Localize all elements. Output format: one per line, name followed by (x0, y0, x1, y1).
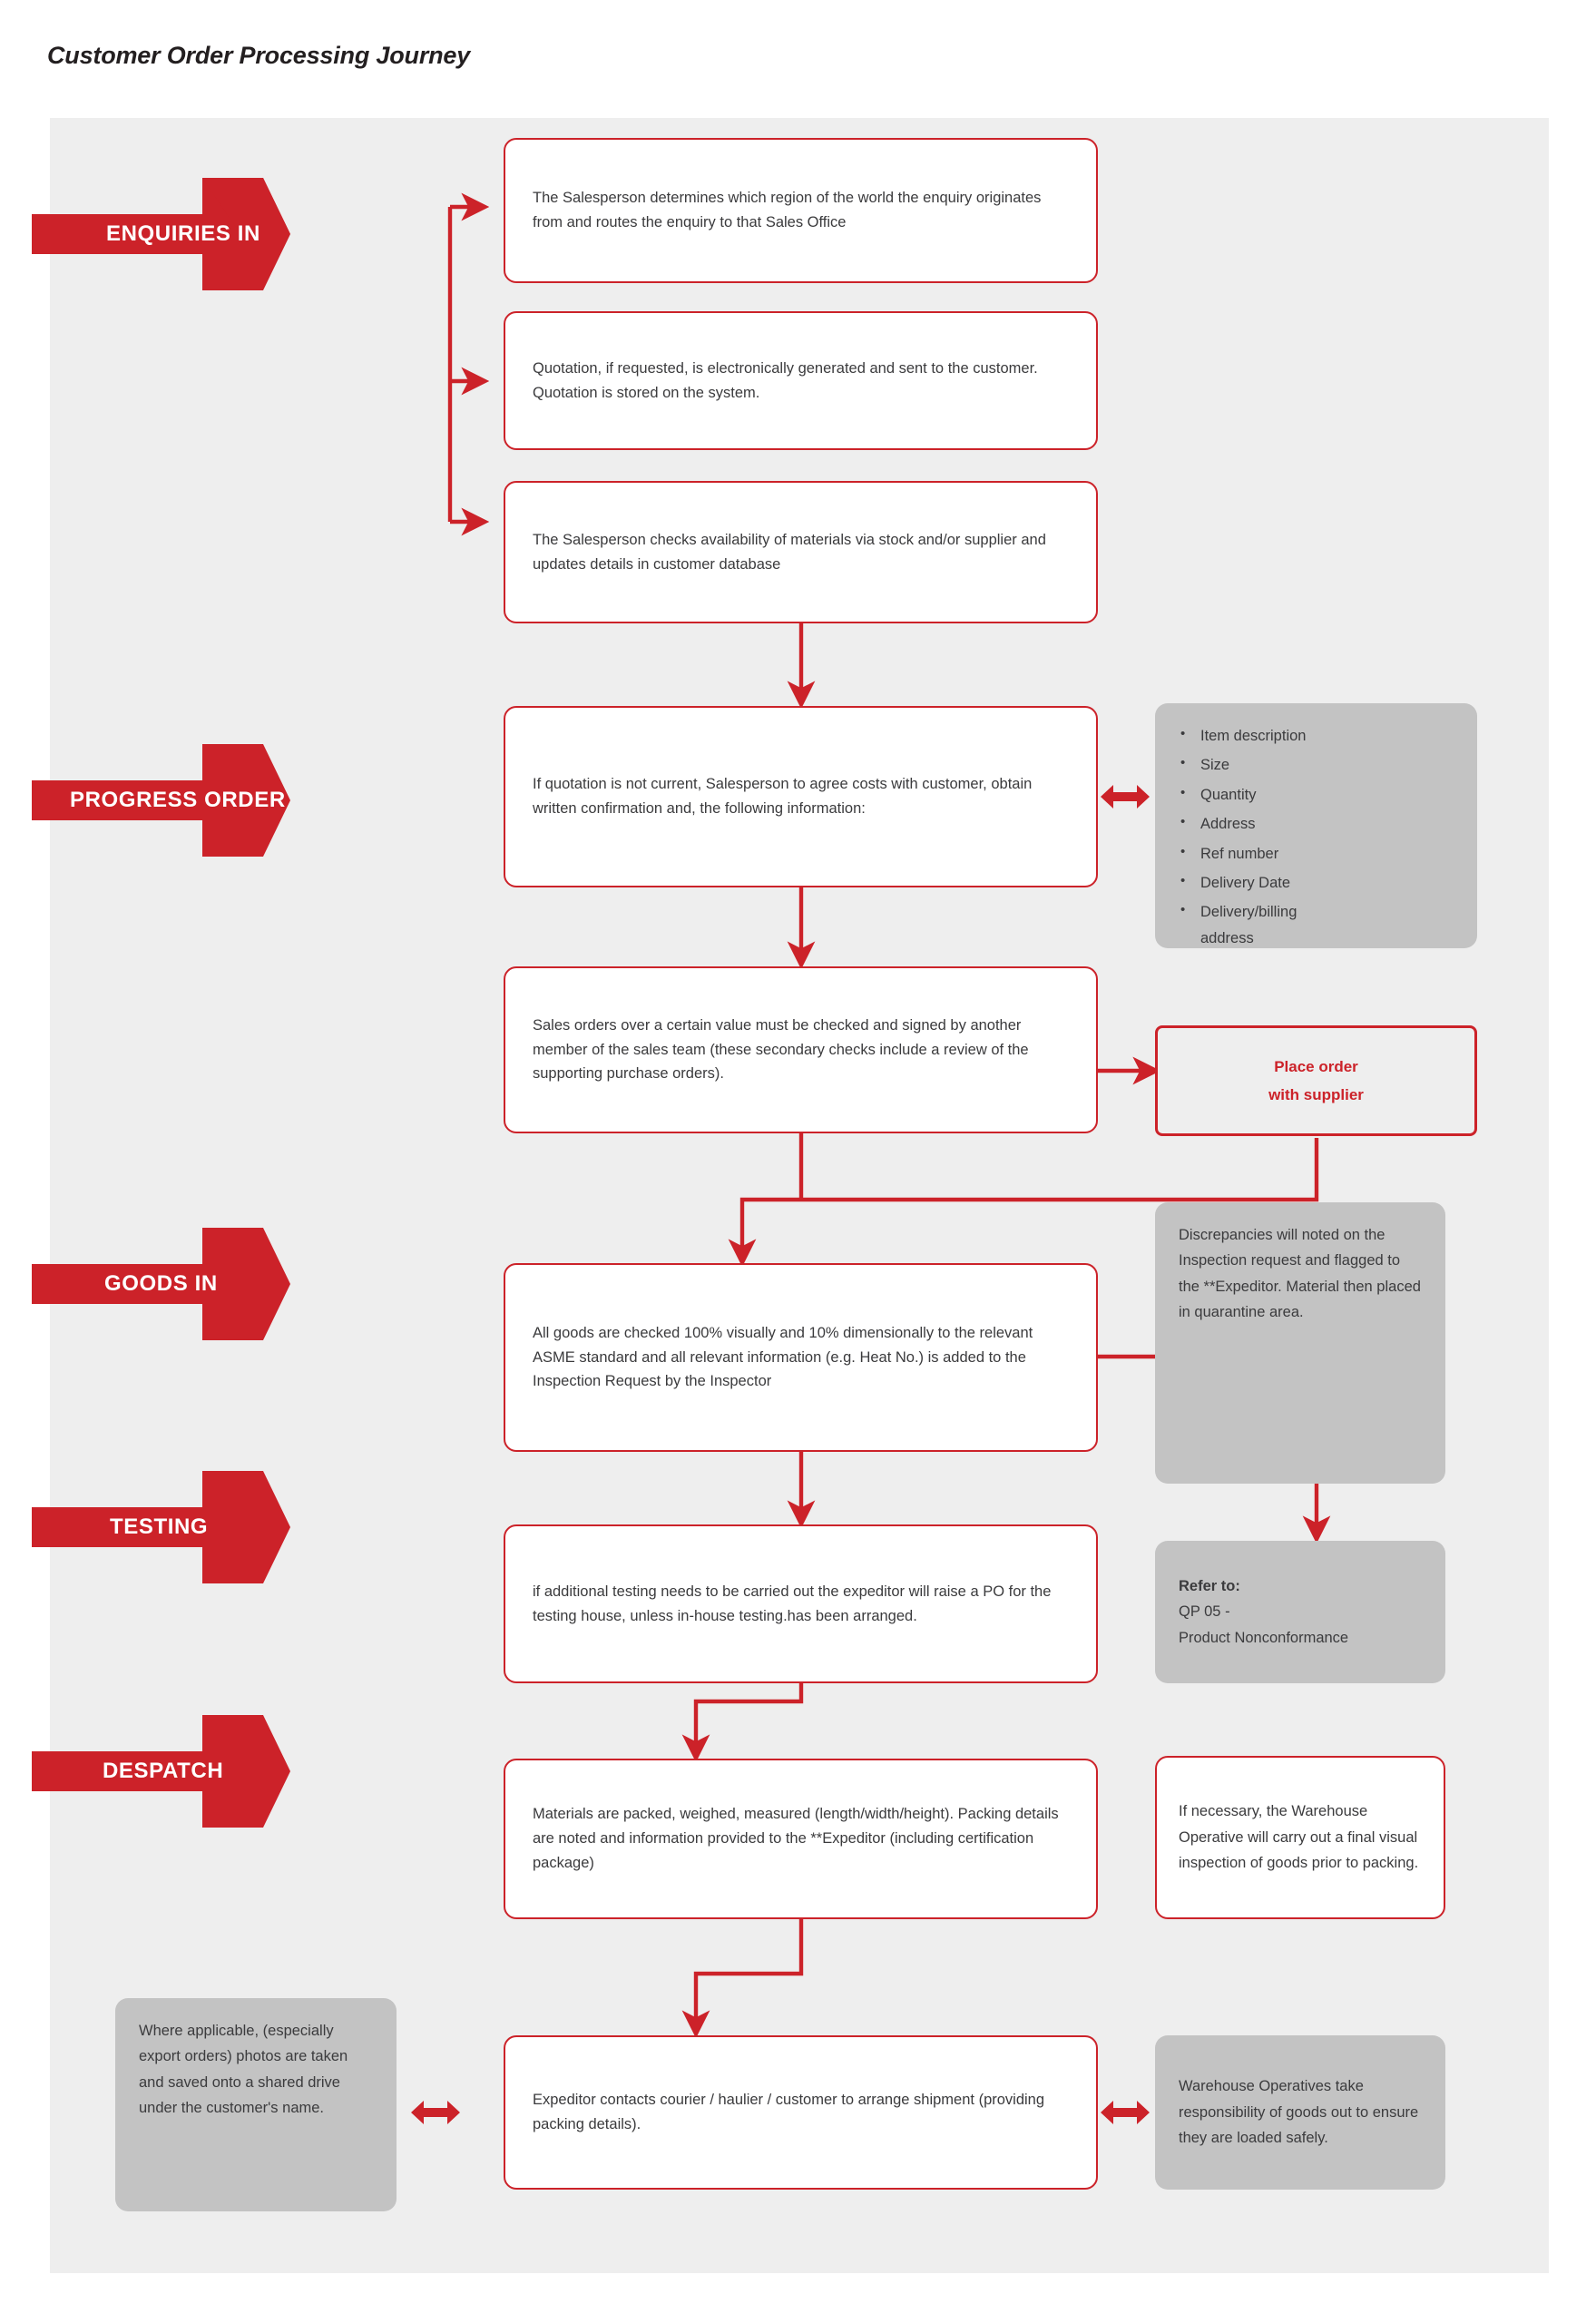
list-item: Address (1179, 810, 1333, 837)
stage-label-goods-in: GOODS IN (104, 1271, 218, 1296)
process-box-goods-check[interactable]: All goods are checked 100% visually and … (504, 1263, 1098, 1452)
diagram-canvas: ENQUIRIES IN PROGRESS ORDER GOODS IN TES… (32, 118, 1549, 2273)
stage-arrow-shape (32, 1471, 290, 1583)
note-box-place-order-with-supplier-body: Place order with supplier (1268, 1053, 1364, 1110)
stage-arrow-shape (32, 1715, 290, 1828)
double-arrow-icon (1101, 2101, 1150, 2124)
place-order-line-2: with supplier (1268, 1086, 1364, 1103)
list-item: Item description (1179, 722, 1333, 749)
bidirectional-arrow-photos-to-courier (411, 2094, 460, 2131)
process-box-sales-order-check-text: Sales orders over a certain value must b… (533, 1016, 1029, 1083)
process-box-enquiry-routing-text: The Salesperson determines which region … (533, 190, 1042, 230)
page-title: Customer Order Processing Journey (47, 42, 471, 69)
connector-despatch-to-courier (681, 1919, 804, 2039)
refer-to-line-2: Product Nonconformance (1179, 1629, 1349, 1646)
stage-banner-testing[interactable]: TESTING (32, 1455, 290, 1600)
list-item: Delivery/billing address (1179, 898, 1333, 951)
stage-arrow-shape (32, 744, 290, 857)
refer-to-line-1: QP 05 - (1179, 1603, 1230, 1621)
place-order-line-1: Place order (1274, 1057, 1358, 1075)
bidirectional-arrow-courier-to-warehouse (1101, 2094, 1150, 2131)
note-box-order-information-body: Item description Size Quantity Address R… (1155, 703, 1356, 975)
process-box-sales-order-check[interactable]: Sales orders over a certain value must b… (504, 966, 1098, 1133)
stage-banner-goods-in[interactable]: GOODS IN (32, 1211, 290, 1357)
process-box-availability-text: The Salesperson checks availability of m… (533, 531, 1046, 573)
bidirectional-arrow-progress-to-order-info (1101, 779, 1150, 815)
process-box-goods-check-text: All goods are checked 100% visually and … (533, 1324, 1033, 1390)
list-item: Delivery Date (1179, 869, 1333, 896)
process-box-enquiry-routing[interactable]: The Salesperson determines which region … (504, 138, 1098, 283)
note-box-refer-to: Refer to: QP 05 - Product Nonconformance (1155, 1541, 1445, 1683)
list-item: Size (1179, 751, 1333, 778)
note-box-order-information: Item description Size Quantity Address R… (1155, 703, 1477, 948)
note-box-final-inspection: If necessary, the Warehouse Operative wi… (1155, 1756, 1445, 1919)
process-box-quotation-not-current[interactable]: If quotation is not current, Salesperson… (504, 706, 1098, 887)
process-box-courier-text: Expeditor contacts courier / haulier / c… (533, 2092, 1045, 2132)
process-box-courier[interactable]: Expeditor contacts courier / haulier / c… (504, 2035, 1098, 2190)
process-box-availability[interactable]: The Salesperson checks availability of m… (504, 481, 1098, 623)
stage-banner-enquiries-in[interactable]: ENQUIRIES IN (32, 162, 290, 307)
note-box-final-inspection-text: If necessary, the Warehouse Operative wi… (1179, 1803, 1419, 1872)
note-box-photos: Where applicable, (especially export ord… (115, 1998, 397, 2211)
note-box-refer-to-body: Refer to: QP 05 - Product Nonconformance (1155, 1554, 1372, 1671)
stage-label-despatch: DESPATCH (103, 1759, 224, 1783)
stage-label-testing: TESTING (110, 1514, 209, 1539)
order-information-list: Item description Size Quantity Address R… (1179, 722, 1333, 951)
process-box-quotation[interactable]: Quotation, if requested, is electronical… (504, 311, 1098, 450)
note-box-photos-text: Where applicable, (especially export ord… (139, 2023, 348, 2117)
stage-arrow-shape (32, 178, 290, 290)
note-box-discrepancies-text: Discrepancies will noted on the Inspecti… (1179, 1227, 1421, 1321)
note-box-discrepancies: Discrepancies will noted on the Inspecti… (1155, 1202, 1445, 1484)
stage-label-enquiries-in: ENQUIRIES IN (106, 221, 260, 246)
connector-supplier-to-goodsin (728, 1138, 1319, 1268)
note-box-warehouse-loading: Warehouse Operatives take responsibility… (1155, 2035, 1445, 2190)
stage-label-progress-order: PROGRESS ORDER (70, 788, 286, 812)
stage-banner-despatch[interactable]: DESPATCH (32, 1699, 290, 1844)
note-box-warehouse-loading-text: Warehouse Operatives take responsibility… (1179, 2078, 1419, 2147)
refer-to-title: Refer to: (1179, 1577, 1240, 1594)
list-item: Ref number (1179, 839, 1333, 867)
process-box-testing[interactable]: if additional testing needs to be carrie… (504, 1524, 1098, 1683)
process-box-despatch-pack[interactable]: Materials are packed, weighed, measured … (504, 1759, 1098, 1919)
stage-arrow-shape (32, 1228, 290, 1340)
process-box-despatch-pack-text: Materials are packed, weighed, measured … (533, 1806, 1059, 1871)
note-box-place-order-with-supplier[interactable]: Place order with supplier (1155, 1025, 1477, 1136)
process-box-quotation-text: Quotation, if requested, is electronical… (533, 359, 1038, 401)
connector-enquiries-branches (447, 192, 490, 536)
list-item: Quantity (1179, 781, 1333, 808)
double-arrow-icon (1101, 785, 1150, 809)
connector-layer (447, 192, 1331, 2039)
process-box-quotation-not-current-text: If quotation is not current, Salesperson… (533, 776, 1033, 817)
stage-banner-progress-order[interactable]: PROGRESS ORDER (32, 728, 290, 873)
double-arrow-icon (411, 2101, 460, 2124)
process-box-testing-text: if additional testing needs to be carrie… (533, 1583, 1052, 1624)
